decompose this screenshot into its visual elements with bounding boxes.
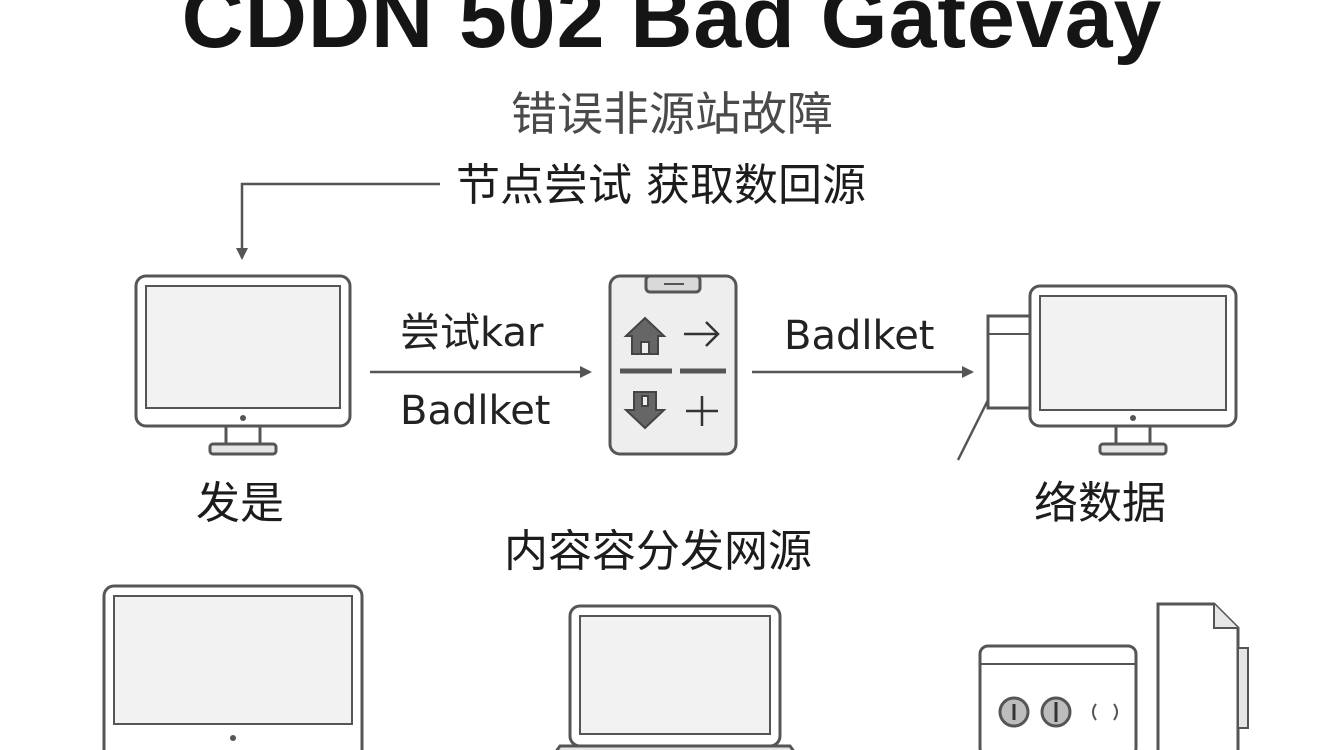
edge-label-left-lower: Badlket [400,388,551,434]
center-caption: 内容容分发网源 [504,526,812,577]
home-icon [623,316,667,355]
edge-label-right-upper: Badlket [784,313,935,359]
edge-label-left-upper: 尝试kar [400,310,544,356]
left-monitor-label: 发是 [196,478,284,529]
tablet-icon [608,274,738,456]
top-note: 节点尝试 获取数回源 [456,160,866,211]
diagram-subtitle: 错误非源站故障 [511,87,833,141]
diagram-title: CDDN 502 Bad Gatevay [181,0,1163,66]
top-connector-arrow [236,182,440,260]
right-monitor-label: 络数据 [1034,478,1166,529]
plus-icon [686,396,718,426]
download-icon [623,391,667,430]
server-tower-icon [978,602,1249,750]
arrow-right-icon [684,321,720,347]
left-monitor-icon [134,274,352,456]
laptop-icon [555,604,795,750]
desktop-server-icon [956,284,1238,461]
bottom-left-monitor-icon [102,584,364,750]
